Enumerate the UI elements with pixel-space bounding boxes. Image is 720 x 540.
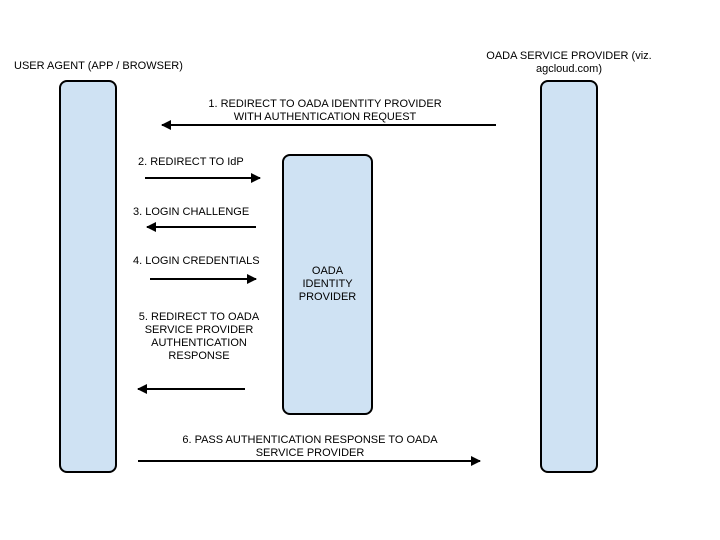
- step-3-label: 3. LOGIN CHALLENGE: [133, 206, 250, 218]
- identity-provider-label-line: PROVIDER: [298, 291, 357, 303]
- service-provider-lifeline: [540, 80, 598, 473]
- user-agent-title: USER AGENT (APP / BROWSER): [14, 60, 183, 72]
- step-1-label-line: WITH AUTHENTICATION REQUEST: [233, 111, 417, 123]
- step-6-label-line: SERVICE PROVIDER: [255, 447, 365, 459]
- step-5-label-line: SERVICE PROVIDER: [144, 324, 254, 336]
- service-provider-title-line: agcloud.com): [535, 63, 603, 75]
- step-2-label: 2. REDIRECT TO IdP: [138, 156, 244, 168]
- user-agent-lifeline: [59, 80, 117, 473]
- identity-provider-label: OADA IDENTITY PROVIDER: [282, 265, 373, 304]
- step-1-label: 1. REDIRECT TO OADA IDENTITY PROVIDER WI…: [180, 98, 470, 124]
- step-5-label-line: AUTHENTICATION: [151, 337, 247, 349]
- step-4-label: 4. LOGIN CREDENTIALS: [133, 255, 260, 267]
- step-5-label-line: RESPONSE: [168, 350, 230, 362]
- step-6-label: 6. PASS AUTHENTICATION RESPONSE TO OADA …: [170, 434, 450, 460]
- service-provider-title-line: OADA SERVICE PROVIDER (viz.: [486, 50, 652, 62]
- step-6-label-line: 6. PASS AUTHENTICATION RESPONSE TO OADA: [182, 434, 438, 446]
- step-1-label-line: 1. REDIRECT TO OADA IDENTITY PROVIDER: [208, 98, 442, 110]
- identity-provider-label-line: IDENTITY: [302, 278, 353, 290]
- step-5-label: 5. REDIRECT TO OADA SERVICE PROVIDER AUT…: [128, 311, 270, 363]
- step-5-label-line: 5. REDIRECT TO OADA: [138, 311, 260, 323]
- service-provider-title: OADA SERVICE PROVIDER (viz. agcloud.com): [474, 50, 664, 76]
- identity-provider-label-line: OADA: [311, 265, 344, 277]
- identity-provider-box: [282, 154, 373, 415]
